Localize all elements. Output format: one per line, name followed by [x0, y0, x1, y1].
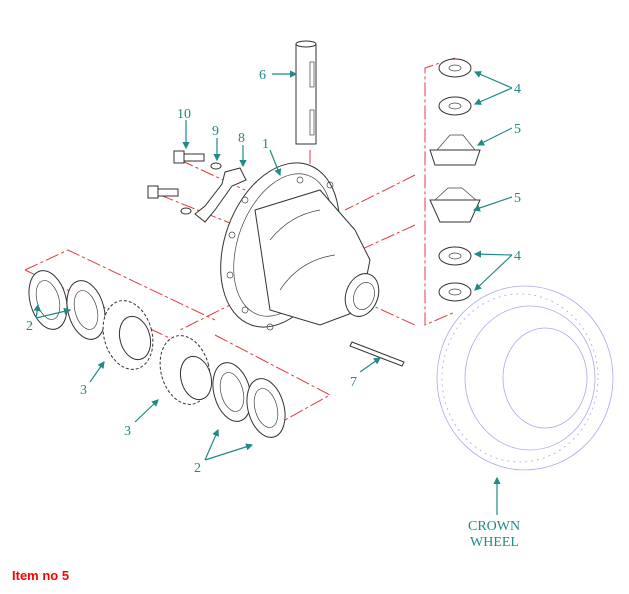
right-parts	[429, 58, 481, 302]
item-number-note: Item no 5	[12, 568, 70, 583]
callout-5-bottom: 5	[514, 191, 521, 206]
callout-6: 6	[259, 68, 266, 83]
callout-2-left: 2	[26, 319, 33, 334]
callout-7: 7	[350, 375, 357, 390]
differential-case	[220, 162, 380, 331]
callout-3-left: 3	[80, 383, 87, 398]
callout-8: 8	[238, 131, 245, 146]
crown-wheel	[436, 285, 614, 471]
left-parts	[28, 270, 286, 438]
callout-5-top: 5	[514, 122, 521, 137]
cross-pin	[295, 40, 317, 145]
callout-4-bottom: 4	[514, 249, 521, 264]
callout-4-top: 4	[514, 82, 521, 97]
crown-wheel-label-line1: CROWN	[468, 519, 520, 534]
small-pin	[349, 341, 405, 367]
callout-2-bottom: 2	[194, 461, 201, 476]
callout-3-right: 3	[124, 424, 131, 439]
callout-10: 10	[177, 107, 191, 122]
callout-9: 9	[212, 124, 219, 139]
leader-lines	[33, 70, 513, 515]
crown-wheel-label-line2: WHEEL	[470, 535, 519, 550]
bolts-and-lockplate	[147, 150, 247, 223]
callout-1: 1	[262, 137, 269, 152]
